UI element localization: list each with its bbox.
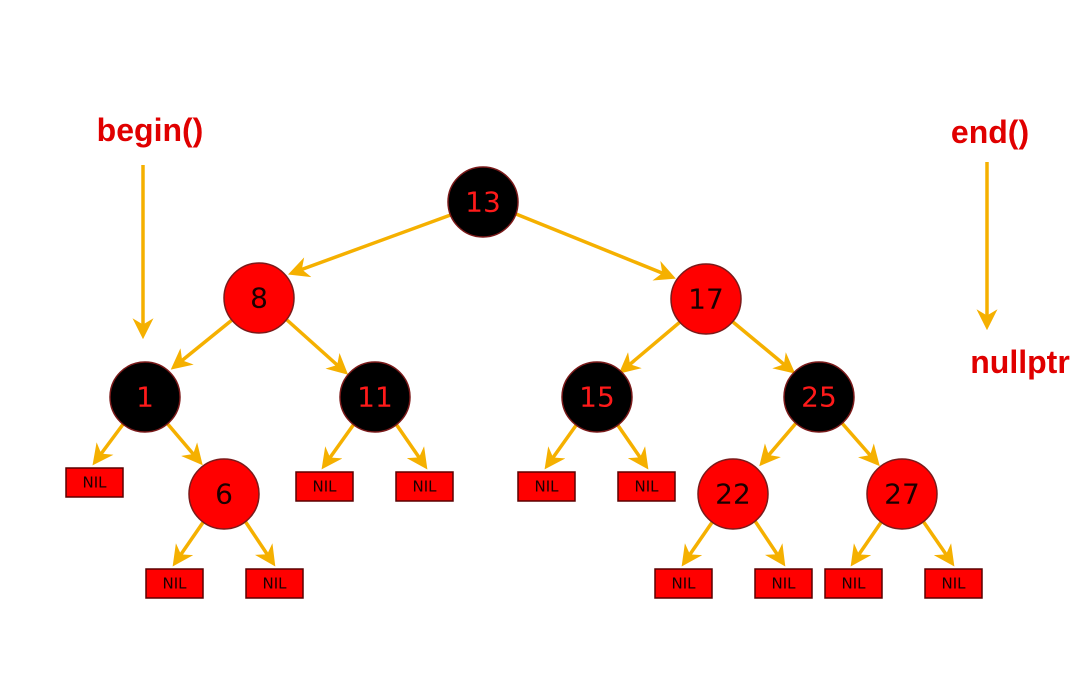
edge-1-nil [92,421,126,466]
node-22: 22 [697,458,769,530]
node-11: 11 [339,361,411,433]
edge-22-nil-right [753,520,786,567]
edge-17-25 [731,320,796,374]
nil-label: NIL [262,575,287,593]
node-17-label: 17 [688,283,724,316]
nullptr-label: nullptr [970,344,1070,380]
edge-25-22 [759,420,799,467]
nil-leaf: NIL [924,568,983,599]
edge-27-nil-left [850,520,884,567]
nil-leaf: NIL [395,471,454,502]
node-25: 25 [783,361,855,433]
edge-8-11 [285,318,349,375]
node-13-label: 13 [465,186,501,219]
nil-leaf: NIL [617,471,676,502]
node-25-label: 25 [801,381,837,414]
tree-edges [92,211,955,567]
nil-leaf: NIL [517,471,576,502]
nil-leaf: NIL [824,568,883,599]
node-22-label: 22 [715,478,751,511]
nil-leaf: NIL [754,568,813,599]
node-15-label: 15 [579,381,615,414]
nil-leaf: NIL [654,568,713,599]
nil-label: NIL [312,478,337,496]
nil-label: NIL [534,478,559,496]
node-15: 15 [561,361,633,433]
nil-leaf: NIL [65,467,124,498]
node-1-label: 1 [136,381,154,414]
edge-13-17 [515,212,676,281]
nil-label: NIL [162,575,187,593]
edge-15-nil-right [615,423,649,470]
edge-8-1 [170,318,234,370]
nil-label: NIL [412,478,437,496]
node-6: 6 [188,458,260,530]
edge-11-nil-left [321,422,356,470]
edge-25-27 [839,420,880,467]
end-label: end() [951,114,1029,150]
edge-1-6 [164,420,203,466]
edge-22-nil-left [681,520,715,567]
nil-label: NIL [941,575,966,593]
edge-17-15 [618,320,682,374]
nil-leaf: NIL [295,471,354,502]
node-17: 17 [670,263,742,335]
begin-label: begin() [97,112,204,148]
node-8: 8 [223,262,295,334]
edge-27-nil-right [921,520,955,567]
node-8-label: 8 [250,282,268,315]
edge-11-nil-right [394,423,428,470]
node-6-label: 6 [215,478,233,511]
node-11-label: 11 [357,381,393,414]
node-13: 13 [447,166,519,238]
node-27: 27 [866,458,938,530]
nil-label: NIL [634,478,659,496]
nil-label: NIL [82,474,107,492]
edge-15-nil-left [544,422,579,470]
nil-leaf: NIL [245,568,304,599]
nil-label: NIL [841,575,866,593]
nil-label: NIL [671,575,696,593]
edge-13-8 [288,211,457,278]
nil-label: NIL [771,575,796,593]
edge-6-nil-right [243,520,276,567]
node-27-label: 27 [884,478,920,511]
nil-leaf: NIL [145,568,204,599]
edge-6-nil-left [172,520,206,567]
node-1: 1 [109,361,181,433]
